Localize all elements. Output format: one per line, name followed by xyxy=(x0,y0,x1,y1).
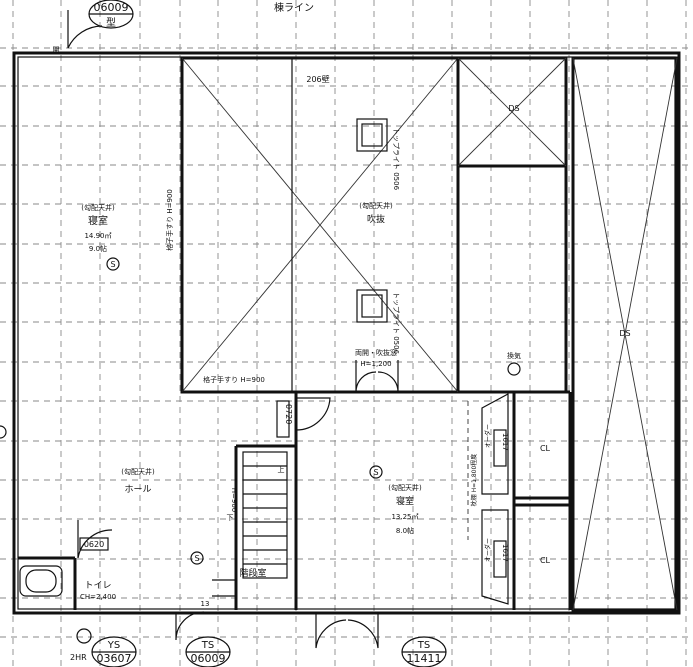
tag-top-sub: 型 xyxy=(106,16,116,29)
ds-shaft-top xyxy=(456,56,568,168)
door-0720-box xyxy=(276,400,290,438)
closet-door-top-label: 1617 xyxy=(501,433,509,451)
doors xyxy=(67,10,399,649)
hall-name: ホール xyxy=(124,484,151,495)
bedroom-left-symbol-icon xyxy=(106,257,120,271)
tag-top: 06009 型 xyxy=(88,0,134,29)
void-name: 吹抜 xyxy=(367,213,385,225)
cl-top-label: CL xyxy=(540,444,551,453)
door-0720-label: 0720 xyxy=(284,404,293,424)
bedroom-left-area: 14.90㎡ xyxy=(84,232,111,240)
closet-door-top-box xyxy=(493,429,507,467)
tag-br-code: 11411 xyxy=(407,652,442,665)
railing-bottom-label: 格子手すり H=900 xyxy=(203,375,265,384)
stair-dn-label: 下 xyxy=(227,514,234,522)
void-wall-label: 206壁 xyxy=(306,74,329,84)
tag-bl-head: YS xyxy=(107,640,120,651)
tag-bm-head: TS xyxy=(201,640,214,651)
bedroom-right-name: 寝室 xyxy=(396,495,414,507)
closet-label-bottom: オーダー xyxy=(484,538,492,562)
closet-door-bottom-label: 1617 xyxy=(501,544,509,562)
void-area xyxy=(180,56,460,394)
stair-symbol-icon xyxy=(190,551,204,565)
ds-shaft-right xyxy=(571,56,679,612)
ds-top-label: DS xyxy=(508,104,519,113)
cl-bottom-label: CL xyxy=(540,556,551,565)
bedroom-right-symbol-icon xyxy=(369,465,383,479)
window-height: H=1,200 xyxy=(360,360,391,368)
skylight-bottom xyxy=(356,289,388,323)
tag-bottom-left: YS 03607 xyxy=(91,636,137,667)
stair-num: 13 xyxy=(201,600,210,608)
bedroom-left-name: 寝室 xyxy=(88,214,108,227)
bedroom-right-area: 13.25㎡ xyxy=(391,513,418,521)
bedroom-left-mats: 9.0帖 xyxy=(89,244,107,253)
closet-door-bottom-box xyxy=(493,540,507,578)
toilet-name: トイレ xyxy=(84,581,111,591)
tag-bottom-right: TS 11411 xyxy=(401,636,447,667)
bedroom-right-ceiling: (勾配天井) xyxy=(388,483,422,492)
stair-up-label: 上 xyxy=(278,465,285,474)
door-0620-box xyxy=(79,537,109,551)
bedroom-left-symbol: S xyxy=(110,260,115,269)
skylight-top-label: トップライト 0506 xyxy=(392,128,400,191)
railing-left-label: 格子手すり H=900 xyxy=(165,189,174,251)
marker-icon xyxy=(0,425,7,439)
bottom-left-prefix: 2HR xyxy=(70,653,87,662)
bedroom-right-mats: 8.0帖 xyxy=(396,526,414,535)
hall-ceiling: (勾配天井) xyxy=(121,467,155,476)
window-label: 両開・吹抜窓 xyxy=(355,348,397,357)
bottom-left-circle-icon xyxy=(76,628,92,644)
vent-icon xyxy=(507,362,521,376)
door-top-arrow-label: 開 xyxy=(53,46,60,54)
vent-label: 換気 xyxy=(507,351,521,360)
stair-symbol: S xyxy=(194,554,199,563)
tag-bm-code: 06009 xyxy=(191,652,226,665)
exterior-walls xyxy=(12,51,681,615)
void-ceiling: (勾配天井) xyxy=(359,201,393,210)
tag-bl-code: 03607 xyxy=(97,652,132,665)
building-line-label: 棟ライン xyxy=(274,1,314,14)
closets xyxy=(467,392,509,605)
shelf-note: 枕棚 H=1,800程度 xyxy=(470,454,478,507)
toilet-ch: CH=2,400 xyxy=(80,593,116,601)
bedroom-left-ceiling: (勾配天井) xyxy=(81,203,115,212)
stair-note: H=900 xyxy=(230,488,238,513)
tag-top-code: 06009 xyxy=(94,1,129,14)
interior-walls xyxy=(18,166,572,610)
staircase xyxy=(212,451,288,597)
toilet-fixture xyxy=(19,565,63,597)
door-0620-label: 0620 xyxy=(84,540,104,549)
closet-label-top: オーダー xyxy=(484,424,492,448)
bedroom-right-symbol: S xyxy=(373,468,378,477)
ds-right-label: DS xyxy=(619,329,630,338)
tag-br-head: TS xyxy=(417,640,430,651)
skylight-top xyxy=(356,118,388,152)
skylight-bottom-label: トップライト 0506 xyxy=(392,292,400,355)
stair-name: 階段室 xyxy=(239,567,266,579)
tag-bottom-mid: TS 06009 xyxy=(185,636,231,667)
